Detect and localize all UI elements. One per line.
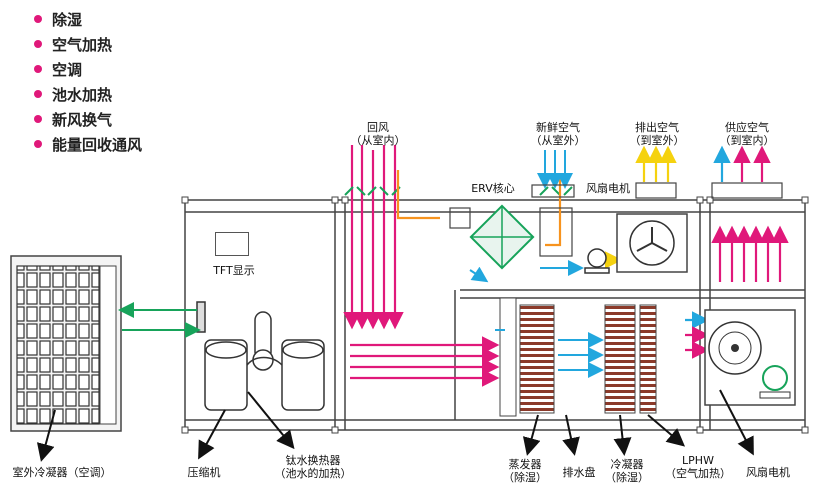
feature-item: 新风换气 [34, 108, 142, 133]
label-erv-core: ERV核心 [471, 182, 515, 195]
label-lphw: LPHW （空气加热） [665, 454, 731, 480]
exhaust-air-arrows [604, 145, 677, 269]
label-supply-air: 供应空气 （到室内） [719, 121, 775, 147]
frame-bolts [181, 196, 809, 434]
label-fan-motor-bottom: 风扇电机 [746, 466, 790, 479]
refrigerant-lines [118, 302, 201, 338]
feature-list: 除湿 空气加热 空调 池水加热 新风换气 能量回收通风 [34, 8, 142, 158]
bullet-dot-icon [34, 114, 42, 123]
feature-item: 池水加热 [34, 83, 142, 108]
damper-marks [344, 186, 573, 196]
label-return-air: 回风 （从室内） [350, 121, 406, 147]
erv-return-path [396, 170, 562, 247]
label-tft-display: TFT显示 [213, 264, 255, 277]
evaporator-coil [499, 297, 555, 417]
supply-air-arrows [685, 145, 789, 359]
return-air-arrows [343, 145, 404, 330]
label-fresh-air: 新鲜空气 （从室外） [530, 121, 586, 147]
label-condenser: 冷凝器 （除湿） [605, 458, 649, 484]
label-evaporator: 蒸发器 （除湿） [503, 458, 547, 484]
feature-item: 除湿 [34, 8, 142, 33]
label-exhaust-air: 排出空气 （到室外） [629, 121, 685, 147]
fan-icon [616, 213, 688, 273]
tft-display-screen [215, 232, 249, 256]
feature-item: 空气加热 [34, 33, 142, 58]
feature-item: 空调 [34, 58, 142, 83]
bullet-dot-icon [34, 89, 42, 98]
bullet-dot-icon [34, 64, 42, 73]
compressor-icon [196, 301, 325, 411]
label-ti-exchanger: 钛水换热器 （池水的加热） [274, 454, 352, 480]
outlet-boxes [531, 182, 783, 199]
outdoor-condenser [10, 255, 122, 432]
cooled-air-arrows [495, 329, 604, 378]
bullet-dot-icon [34, 39, 42, 48]
fresh-air-arrows [469, 150, 584, 283]
label-outdoor-condenser: 室外冷凝器（空调） [12, 466, 112, 479]
condenser-coil [604, 304, 657, 414]
supply-fan [704, 309, 796, 406]
label-fan-motor-top: 风扇电机 [586, 182, 630, 195]
label-drain-pan: 排水盘 [562, 466, 596, 479]
pump-icon [584, 248, 610, 274]
feature-item: 能量回收通风 [34, 133, 142, 158]
bullet-dot-icon [34, 14, 42, 23]
erv-core [449, 204, 573, 270]
callout-lines [36, 389, 754, 462]
label-compressor: 压缩机 [187, 466, 221, 479]
bullet-dot-icon [34, 139, 42, 148]
mixed-air-arrows [350, 336, 500, 387]
